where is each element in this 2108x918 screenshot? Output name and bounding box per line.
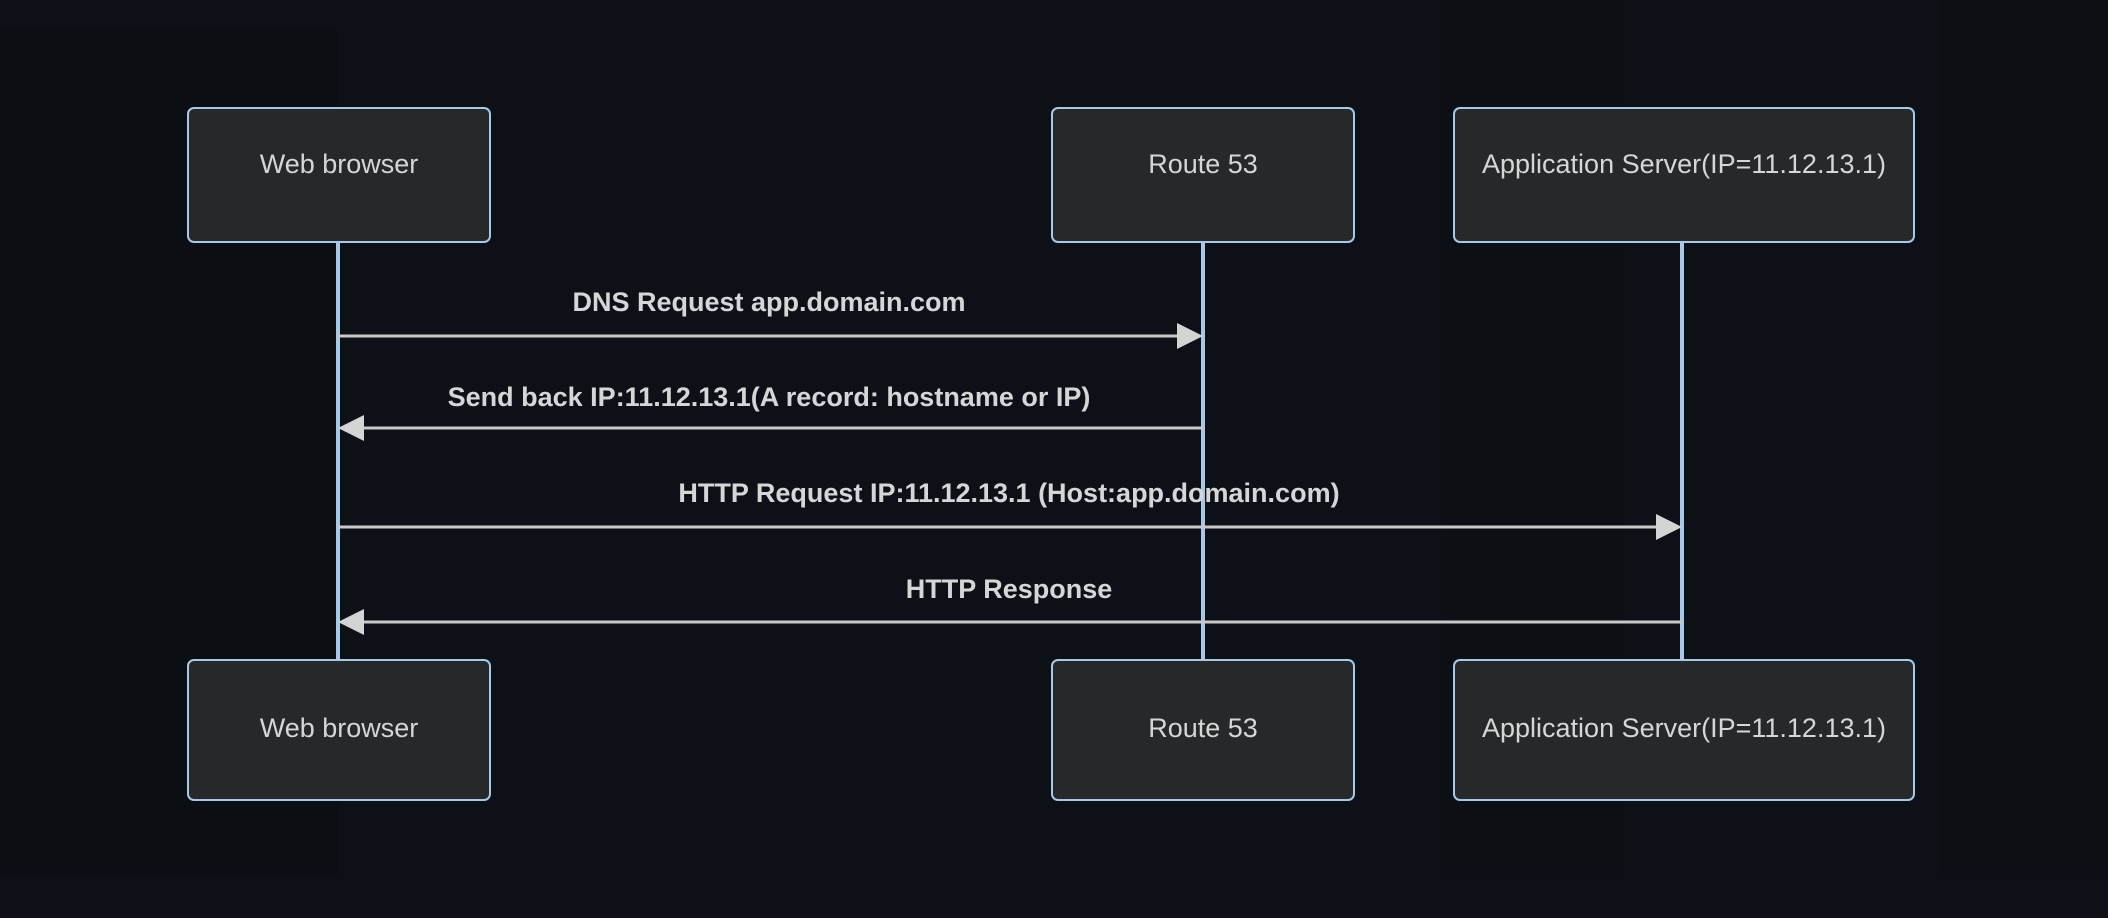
participant-route-53-top[interactable]: Route 53 [1051, 107, 1355, 243]
participant-label: Web browser [260, 149, 419, 179]
participant-label: Application Server(IP=11.12.13.1) [1482, 713, 1886, 743]
participant-route-53-bottom[interactable]: Route 53 [1051, 659, 1355, 801]
participant-label: Route 53 [1148, 713, 1258, 743]
participant-web-browser-bottom[interactable]: Web browser [187, 659, 491, 801]
participant-label: Application Server(IP=11.12.13.1) [1482, 149, 1886, 179]
participant-box [1051, 659, 1355, 801]
participant-boxes-bottom: Web browser Route 53 Application Server(… [187, 659, 1915, 801]
message-label: Send back IP:11.12.13.1(A record: hostna… [448, 382, 1091, 412]
messages: DNS Request app.domain.com Send back IP:… [338, 287, 1682, 635]
participant-web-browser-top[interactable]: Web browser [187, 107, 491, 243]
participant-boxes-top: Web browser Route 53 Application Server(… [187, 107, 1915, 243]
participant-box [1453, 659, 1915, 801]
participant-box [1051, 107, 1355, 243]
participant-label: Web browser [260, 713, 419, 743]
message-label: HTTP Request IP:11.12.13.1 (Host:app.dom… [678, 478, 1339, 508]
participant-application-server-bottom[interactable]: Application Server(IP=11.12.13.1) [1453, 659, 1915, 801]
participant-box [187, 659, 491, 801]
message-label: DNS Request app.domain.com [572, 287, 965, 317]
message-http-request[interactable]: HTTP Request IP:11.12.13.1 (Host:app.dom… [338, 478, 1682, 540]
arrowhead-icon [338, 415, 364, 441]
participant-box [1453, 107, 1915, 243]
message-http-response[interactable]: HTTP Response [338, 574, 1682, 635]
arrowhead-icon [338, 609, 364, 635]
message-label: HTTP Response [906, 574, 1113, 604]
participant-box [187, 107, 491, 243]
arrowhead-icon [1656, 514, 1682, 540]
participant-application-server-top[interactable]: Application Server(IP=11.12.13.1) [1453, 107, 1915, 243]
message-dns-response[interactable]: Send back IP:11.12.13.1(A record: hostna… [338, 382, 1203, 441]
participant-label: Route 53 [1148, 149, 1258, 179]
message-dns-request[interactable]: DNS Request app.domain.com [338, 287, 1203, 349]
arrowhead-icon [1177, 323, 1203, 349]
lifelines [336, 242, 1684, 660]
